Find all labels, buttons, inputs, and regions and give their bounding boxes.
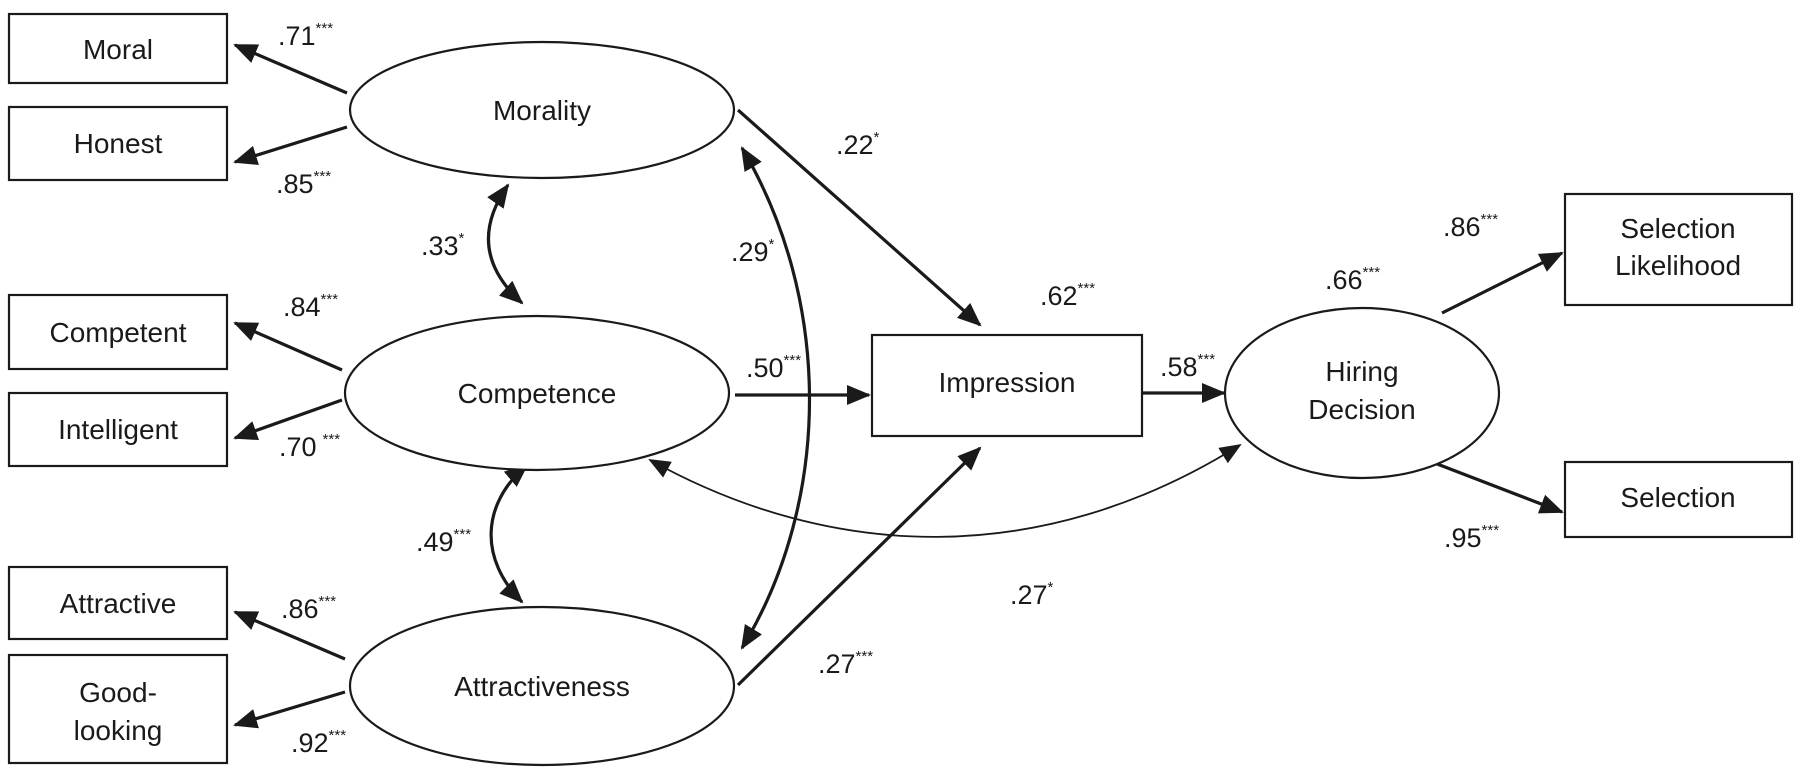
edges — [233, 43, 1564, 729]
coef-attractive: .86*** — [281, 593, 336, 624]
coef-intelligent: .70*** — [279, 431, 340, 462]
coef-attractiveness-impression: .27*** — [818, 648, 873, 679]
edge-attractiveness-impression — [736, 446, 982, 687]
box-selection: Selection — [1563, 460, 1794, 539]
coef-good-looking: .92*** — [291, 727, 346, 758]
edge-competence-intelligent — [233, 398, 343, 441]
edge-competence-hiring — [648, 443, 1242, 538]
box-intelligent-label: Intelligent — [58, 414, 178, 445]
edge-morality-honest — [233, 125, 348, 165]
coef-morality-attractiveness: .29* — [731, 236, 775, 267]
ellipse-competence-label: Competence — [458, 378, 617, 409]
box-selection-likelihood-line1: Selection — [1620, 213, 1735, 244]
box-impression: Impression — [870, 333, 1144, 438]
box-moral: Moral — [7, 12, 229, 85]
coef-moral: .71*** — [278, 20, 333, 51]
coef-morality-competence: .33* — [421, 230, 465, 261]
edge-hiring-selection-likelihood — [1441, 251, 1564, 315]
ellipse-hiring-line1: Hiring — [1325, 356, 1398, 387]
coef-hiring-r2: .66*** — [1325, 264, 1380, 295]
box-intelligent: Intelligent — [7, 391, 229, 468]
edge-morality-moral — [233, 43, 348, 95]
ellipse-morality-label: Morality — [493, 95, 591, 126]
box-attractive-label: Attractive — [60, 588, 177, 619]
box-good-looking-line2: looking — [74, 715, 163, 746]
coef-selection-likelihood: .86*** — [1443, 211, 1498, 242]
edge-attractiveness-attractive — [233, 610, 346, 661]
coef-competence-attractiveness: .49*** — [416, 526, 471, 557]
coef-honest: .85*** — [276, 168, 331, 199]
coef-selection: .95*** — [1444, 522, 1499, 553]
box-honest-label: Honest — [74, 128, 163, 159]
box-honest: Honest — [7, 105, 229, 182]
ellipse-attractiveness: Attractiveness — [348, 605, 736, 767]
edge-competence-attractiveness — [489, 463, 529, 604]
coef-impression-hiring: .58*** — [1160, 351, 1215, 382]
coef-competence-impression: .50*** — [746, 352, 801, 383]
ellipse-hiring-line2: Decision — [1308, 394, 1415, 425]
box-selection-label: Selection — [1620, 482, 1735, 513]
edge-competence-competent — [233, 321, 343, 372]
observed-boxes: Moral Honest Competent Intelligent Attra… — [7, 12, 1794, 765]
coef-competent: .84*** — [283, 291, 338, 322]
box-competent: Competent — [7, 293, 229, 371]
box-moral-label: Moral — [83, 34, 153, 65]
edge-hiring-selection — [1431, 460, 1564, 514]
latent-ellipses: Morality Competence Attractiveness Hirin… — [343, 40, 1501, 767]
ellipse-attractiveness-label: Attractiveness — [454, 671, 630, 702]
box-good-looking: Good- looking — [7, 653, 229, 765]
edge-morality-impression — [736, 108, 982, 327]
box-selection-likelihood-line2: Likelihood — [1615, 250, 1741, 281]
ellipse-competence: Competence — [343, 314, 731, 472]
edge-morality-competence — [486, 183, 524, 305]
box-attractive: Attractive — [7, 565, 229, 641]
coef-morality-impression: .22* — [836, 129, 880, 160]
coefficients: .71*** .85*** .84*** .70*** .86*** .92**… — [276, 20, 1499, 758]
box-competent-label: Competent — [50, 317, 187, 348]
edge-morality-attractiveness — [740, 146, 812, 650]
box-impression-label: Impression — [939, 367, 1076, 398]
edge-attractiveness-good-looking — [233, 690, 346, 729]
ellipse-morality: Morality — [348, 40, 736, 180]
coef-impression-r2: .62*** — [1040, 280, 1095, 311]
ellipse-hiring-decision: Hiring Decision — [1223, 306, 1501, 480]
box-good-looking-line1: Good- — [79, 677, 157, 708]
box-selection-likelihood: Selection Likelihood — [1563, 192, 1794, 307]
coef-competence-hiring: .27* — [1010, 579, 1054, 610]
